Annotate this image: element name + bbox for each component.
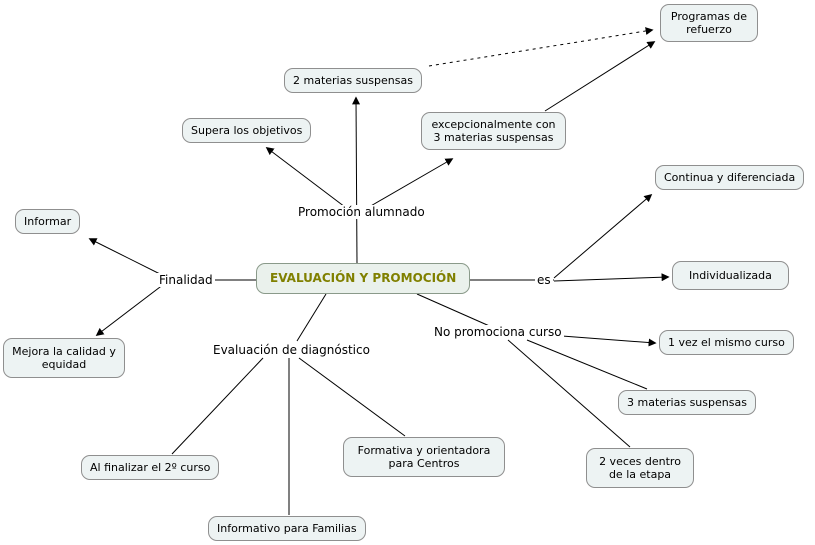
edge-excepcional-programas <box>544 41 656 112</box>
edge-finalidad-informar <box>88 238 167 278</box>
node-formativa-y-orientadora-para-centros[interactable]: Formativa y orientadora para Centros <box>343 437 505 477</box>
edge-promocion-excepcional <box>368 158 454 208</box>
link-label-promocion-alumnado[interactable]: Promoción alumnado <box>296 205 427 219</box>
node-al-finalizar-el-2-curso[interactable]: Al finalizar el 2º curso <box>81 455 220 480</box>
edge-promocion-supera <box>265 147 346 208</box>
edge-diagnostico-formativa <box>298 357 406 437</box>
edge-central-diagnostico <box>296 293 327 342</box>
node-programas-de-refuerzo[interactable]: Programas de refuerzo <box>660 4 758 42</box>
node-evaluacion-y-promocion[interactable]: EVALUACIÓN Y PROMOCIÓN <box>256 263 471 294</box>
node-mejora-la-calidad-y-equidad[interactable]: Mejora la calidad y equidad <box>3 338 125 378</box>
node-individualizada[interactable]: Individualizada <box>672 261 789 290</box>
node-3-materias-suspensas[interactable]: 3 materias suspensas <box>618 390 756 415</box>
node-informar[interactable]: Informar <box>15 209 81 234</box>
edge-central-2-materias <box>352 96 361 265</box>
node-informativo-para-familias[interactable]: Informativo para Familias <box>208 516 366 541</box>
node-supera-los-objetivos[interactable]: Supera los objetivos <box>182 118 312 143</box>
edge-2materias-programas <box>428 27 654 67</box>
node-2-veces-dentro-de-la-etapa[interactable]: 2 veces dentro de la etapa <box>586 448 694 488</box>
node-excepcionalmente-3-materias[interactable]: excepcionalmente con 3 materias suspensa… <box>421 112 566 150</box>
edge-nopromociona-2veces <box>507 339 631 448</box>
node-continua-y-diferenciada[interactable]: Continua y diferenciada <box>655 165 805 190</box>
edge-es-individualizada <box>553 273 670 282</box>
edge-finalidad-mejora <box>95 283 165 336</box>
edge-nopromociona-1vez <box>561 335 657 347</box>
node-1-vez-el-mismo-curso[interactable]: 1 vez el mismo curso <box>659 330 794 355</box>
link-label-no-promociona-curso[interactable]: No promociona curso <box>432 325 564 339</box>
edge-es-continua <box>553 193 653 279</box>
edge-diagnostico-alfinalizar <box>171 357 264 455</box>
link-label-evaluacion-de-diagnostico[interactable]: Evaluación de diagnóstico <box>211 343 372 357</box>
link-label-es[interactable]: es <box>535 273 553 287</box>
edge-nopromociona-3materias <box>526 339 648 390</box>
link-label-finalidad[interactable]: Finalidad <box>157 273 215 287</box>
edge-central-no-promociona <box>416 293 495 329</box>
node-2-materias-suspensas[interactable]: 2 materias suspensas <box>284 68 422 93</box>
